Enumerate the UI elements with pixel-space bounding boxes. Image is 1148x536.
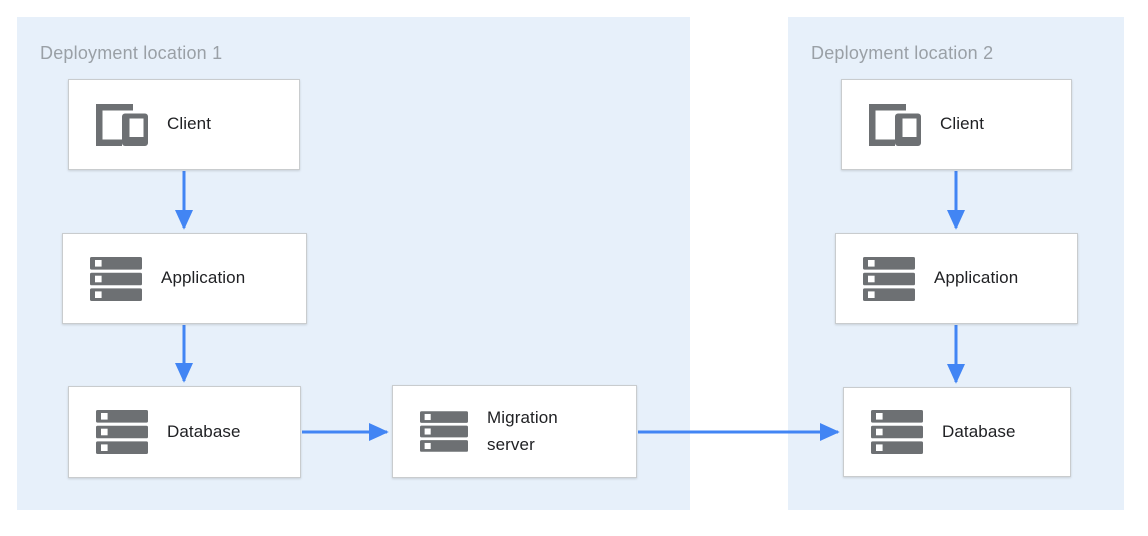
server-stack-icon xyxy=(96,410,148,454)
server-stack-icon xyxy=(863,256,915,301)
node-label: Client xyxy=(940,114,985,134)
node-database-loc1: Database xyxy=(68,386,301,478)
node-label: Client xyxy=(167,114,212,134)
server-stack-icon xyxy=(90,256,142,301)
node-migration-server: Migration server xyxy=(392,385,637,478)
devices-icon xyxy=(869,103,921,146)
node-client-loc1: Client xyxy=(68,79,300,170)
region-title: Deployment location 1 xyxy=(40,43,223,63)
node-client-loc2: Client xyxy=(841,79,1072,170)
node-label: Application xyxy=(934,268,1019,288)
node-label: Database xyxy=(942,421,1016,441)
region-title: Deployment location 2 xyxy=(811,43,994,63)
server-stack-icon xyxy=(871,410,923,454)
node-label: Migration server xyxy=(487,408,558,454)
node-application-loc2: Application xyxy=(835,233,1078,324)
node-label: Database xyxy=(167,421,241,441)
node-database-loc2: Database xyxy=(843,387,1071,477)
server-stack-icon xyxy=(420,411,468,452)
devices-icon xyxy=(96,103,148,146)
node-label: Application xyxy=(161,268,246,288)
node-application-loc1: Application xyxy=(62,233,307,324)
